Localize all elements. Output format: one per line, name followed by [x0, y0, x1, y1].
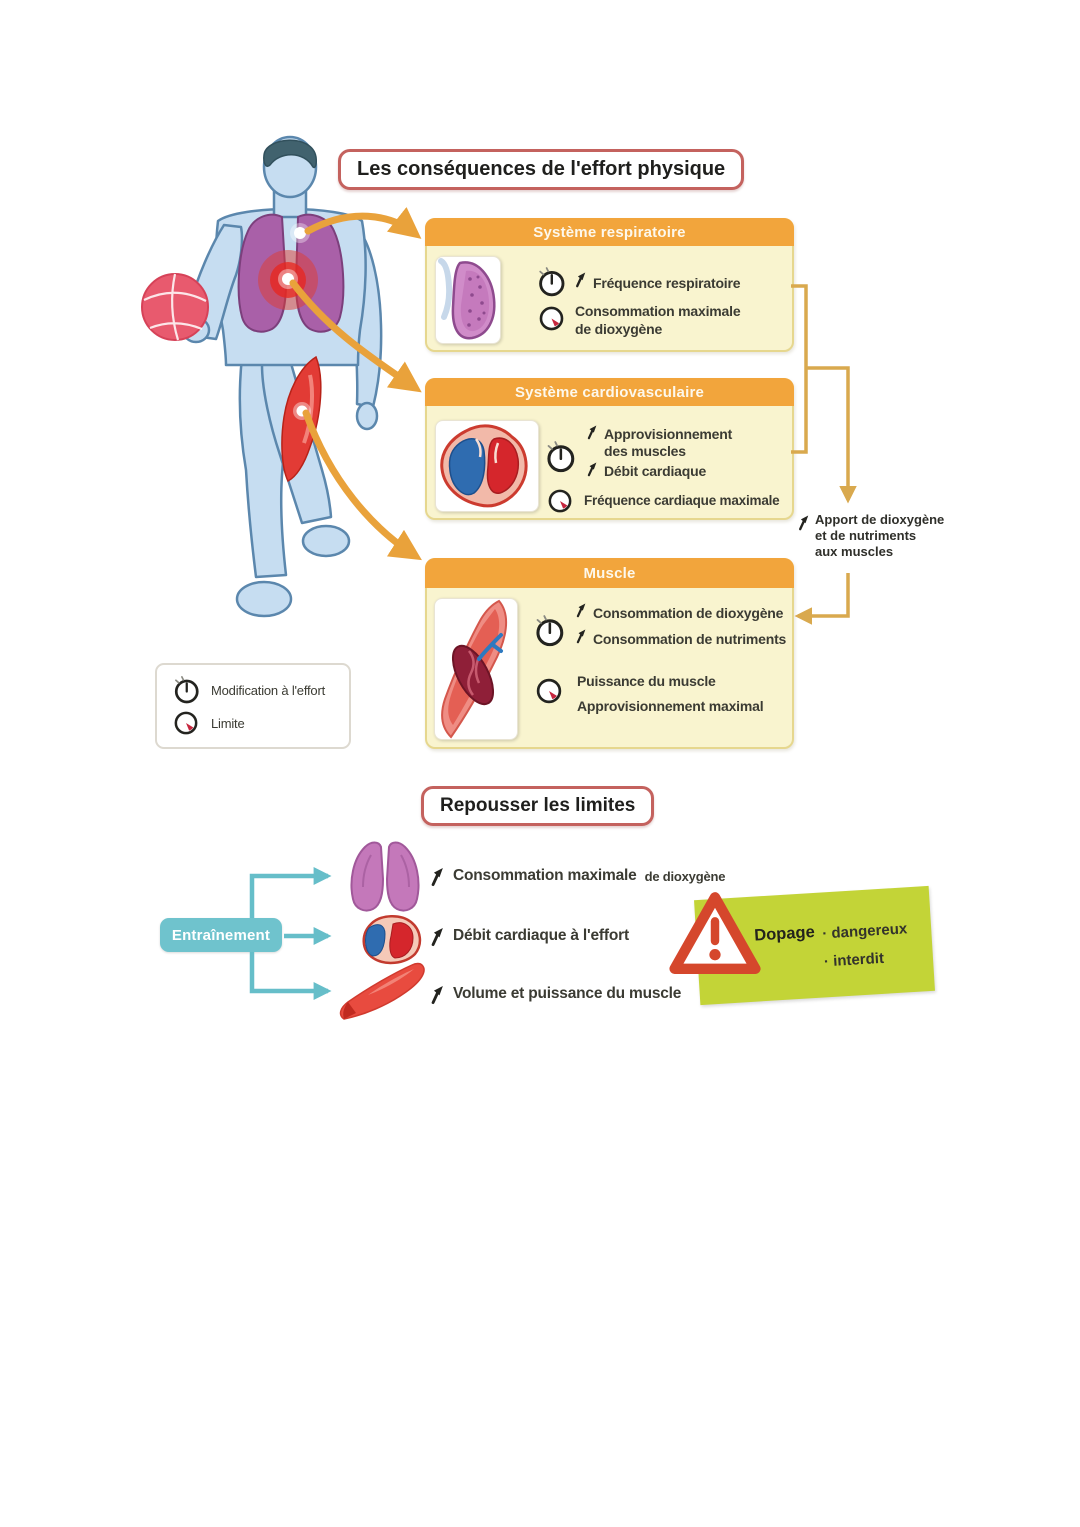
warning-triangle-icon	[669, 892, 761, 974]
item-frequence-cardiaque-maximale: Fréquence cardiaque maximale	[584, 493, 780, 508]
item-consommation-maximale: Consommation maximale	[575, 303, 741, 319]
section2-title: Repousser les limites	[421, 786, 655, 826]
callout-dots	[278, 223, 311, 420]
up-arrow-icon	[796, 514, 810, 531]
heart-illustration	[440, 424, 528, 508]
legend-clock-label: Modification à l'effort	[211, 683, 325, 698]
gauge-icon	[172, 709, 200, 737]
item-approvisionnement: Approvisionnement	[604, 426, 733, 442]
lung-illustration	[438, 258, 496, 340]
box-header-respiratoire: Système respiratoire	[425, 218, 794, 246]
gauge-icon	[546, 487, 574, 515]
heart-card	[435, 420, 539, 512]
up-arrow-icon	[573, 271, 587, 288]
box-systeme-respiratoire: Système respiratoire Fréquence respirato…	[425, 218, 794, 352]
item-des-muscles: des muscles	[604, 443, 686, 459]
item-frequence-respiratoire: Fréquence respiratoire	[593, 275, 741, 291]
up-arrow-icon	[574, 602, 587, 618]
up-arrow-icon	[428, 866, 445, 887]
legend-gauge-label: Limite	[211, 716, 245, 731]
item-debit-cardiaque: Débit cardiaque	[604, 463, 707, 479]
apport-line2: et de nutriments	[815, 528, 917, 543]
row-text: Débit cardiaque à l'effort	[453, 927, 629, 944]
clock-icon	[532, 614, 566, 648]
apport-line1: Apport de dioxygène	[815, 512, 945, 527]
entrainement-box: Entraînement	[160, 918, 282, 952]
row-text: Volume et puissance du muscle	[453, 985, 682, 1002]
dopage-bullet-1: · dangereux	[821, 920, 908, 943]
row-suffix: de dioxygène	[644, 868, 726, 884]
item-consommation-dioxygene: Consommation de dioxygène	[593, 605, 784, 621]
page-title: Les conséquences de l'effort physique	[338, 149, 745, 190]
up-arrow-icon	[585, 424, 598, 440]
apport-label: Apport de dioxygène et de nutriments aux…	[796, 512, 944, 560]
row-volume-puissance: Volume et puissance du muscle	[428, 980, 681, 1008]
gauge-icon	[537, 304, 566, 333]
lungs-illustration-small	[350, 841, 420, 912]
lung-card	[435, 256, 501, 344]
clock-icon	[171, 675, 201, 705]
heart-illustration-small	[362, 915, 422, 965]
basketball	[141, 273, 209, 341]
up-arrow-icon	[574, 628, 587, 644]
row-consommation-maximale: Consommation maximale de dioxygène	[428, 862, 725, 890]
dopage-label: Dopage	[753, 922, 816, 945]
box-header-muscle: Muscle	[425, 558, 794, 588]
muscle-illustration-small	[339, 962, 425, 1020]
clock-icon	[543, 440, 577, 474]
box-header-cardiovasculaire: Système cardiovasculaire	[425, 378, 794, 406]
hair	[263, 139, 317, 169]
box-systeme-cardiovasculaire: Système cardiovasculaire Approvisionneme…	[425, 378, 794, 520]
right-connectors	[791, 284, 857, 625]
legend: Modification à l'effort Limite	[155, 663, 351, 749]
row-debit-cardiaque: Débit cardiaque à l'effort	[428, 922, 629, 950]
up-arrow-icon	[428, 926, 445, 947]
item-approvisionnement-maximal: Approvisionnement maximal	[577, 698, 764, 714]
row-text: Consommation maximale	[453, 867, 637, 884]
box-muscle: Muscle Consommation de dioxygène Consomm…	[425, 558, 794, 749]
dopage-bullet-2: · interdit	[823, 949, 885, 971]
apport-line3: aux muscles	[815, 544, 894, 559]
item-de-dioxygene: de dioxygène	[575, 321, 663, 337]
clock-icon	[535, 266, 567, 298]
item-consommation-nutriments: Consommation de nutriments	[593, 631, 787, 647]
up-arrow-icon	[585, 461, 598, 477]
muscle-illustration	[441, 599, 508, 739]
item-puissance-muscle: Puissance du muscle	[577, 673, 716, 689]
gauge-icon	[534, 676, 564, 706]
muscle-card	[434, 598, 518, 740]
athlete-illustration	[141, 135, 383, 618]
up-arrow-icon	[428, 984, 445, 1005]
